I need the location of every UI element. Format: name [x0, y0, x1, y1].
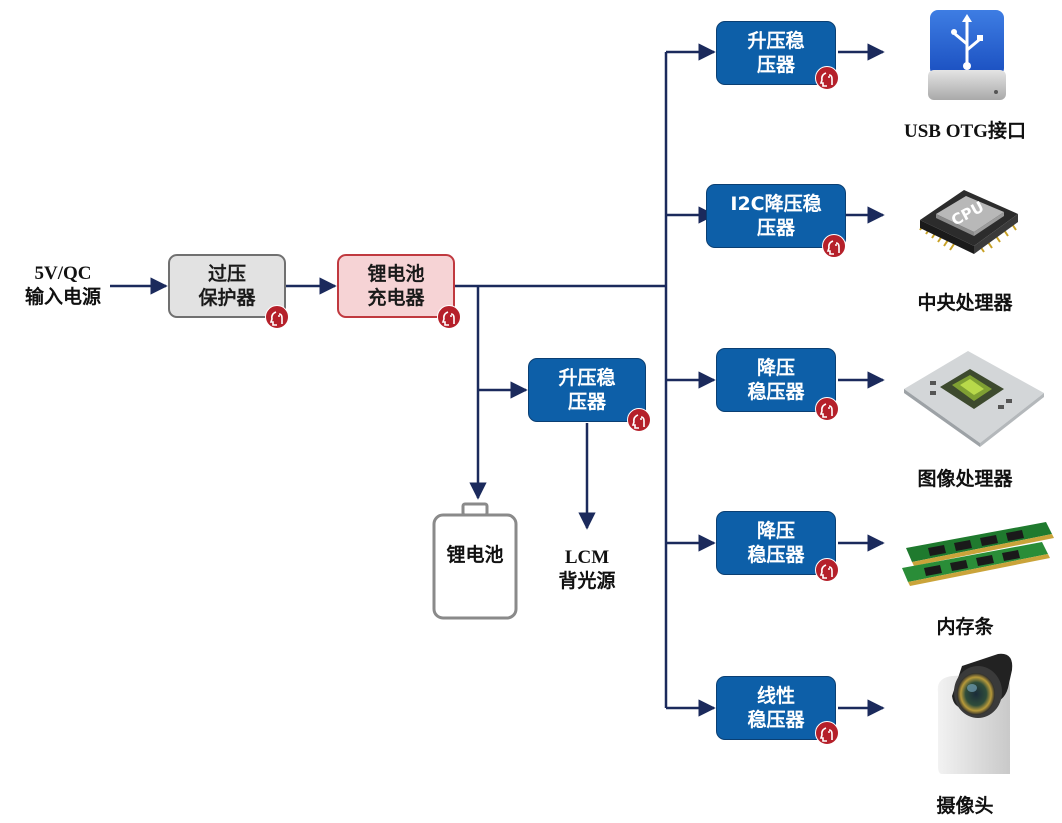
badge-i2c [822, 234, 846, 258]
battery-charger-label: 锂电池 充电器 [367, 263, 425, 309]
badge-buck-gpu [815, 397, 839, 421]
i2c-buck-regulator[interactable]: I2C降压稳 压器 [706, 184, 846, 248]
boost-regulator-lcm[interactable]: 升压稳 压器 [528, 358, 646, 422]
cpu-chip-icon: CPU [919, 190, 1018, 254]
memory-label: 内存条 [936, 617, 994, 638]
red-head-badge-icon [631, 414, 645, 429]
memory-stick-icon [902, 522, 1054, 586]
red-head-badge-icon [819, 727, 833, 742]
overvoltage-protector[interactable]: 过压 保护器 [168, 254, 286, 318]
camera-label: 摄像头 [936, 796, 994, 817]
battery-icon [432, 502, 518, 620]
cpu-label: 中央处理器 [917, 293, 1013, 314]
badge-boost-usb [815, 66, 839, 90]
red-head-badge-icon [441, 311, 455, 326]
overvoltage-protector-label: 过压 保护器 [198, 263, 256, 309]
lcm-backlight-label: LCM 背光源 [558, 547, 616, 592]
badge-ldo [815, 721, 839, 745]
red-head-badge-icon [819, 72, 833, 87]
red-head-badge-icon [819, 403, 833, 418]
buck-regulator-memory-label: 降压 稳压器 [747, 520, 805, 566]
buck-regulator-memory[interactable]: 降压 稳压器 [716, 511, 836, 575]
red-head-badge-icon [269, 311, 283, 326]
battery-label: 锂电池 [446, 544, 504, 566]
input-power-label: 5V/QC 输入电源 [24, 263, 101, 308]
camera-lens-icon [937, 653, 1013, 774]
badge-charger [437, 305, 461, 329]
badge-buck-mem [815, 558, 839, 582]
badge-boost-lcm [627, 408, 651, 432]
linear-regulator-camera[interactable]: 线性 稳压器 [716, 676, 836, 740]
badge-ovp [265, 305, 289, 329]
usb-drive-icon [928, 10, 1006, 100]
usb-otg-label: USB OTG接口 [904, 121, 1026, 142]
red-head-badge-icon [826, 240, 840, 255]
buck-regulator-gpu[interactable]: 降压 稳压器 [716, 348, 836, 412]
red-head-badge-icon [819, 564, 833, 579]
gpu-label: 图像处理器 [917, 469, 1013, 490]
linear-regulator-camera-label: 线性 稳压器 [747, 685, 805, 731]
boost-regulator-usb-label: 升压稳 压器 [747, 30, 805, 76]
gpu-chip-icon [904, 351, 1044, 447]
battery-charger[interactable]: 锂电池 充电器 [337, 254, 455, 318]
i2c-buck-regulator-label: I2C降压稳 压器 [730, 193, 822, 239]
boost-regulator-lcm-label: 升压稳 压器 [558, 367, 616, 413]
buck-regulator-gpu-label: 降压 稳压器 [747, 357, 805, 403]
